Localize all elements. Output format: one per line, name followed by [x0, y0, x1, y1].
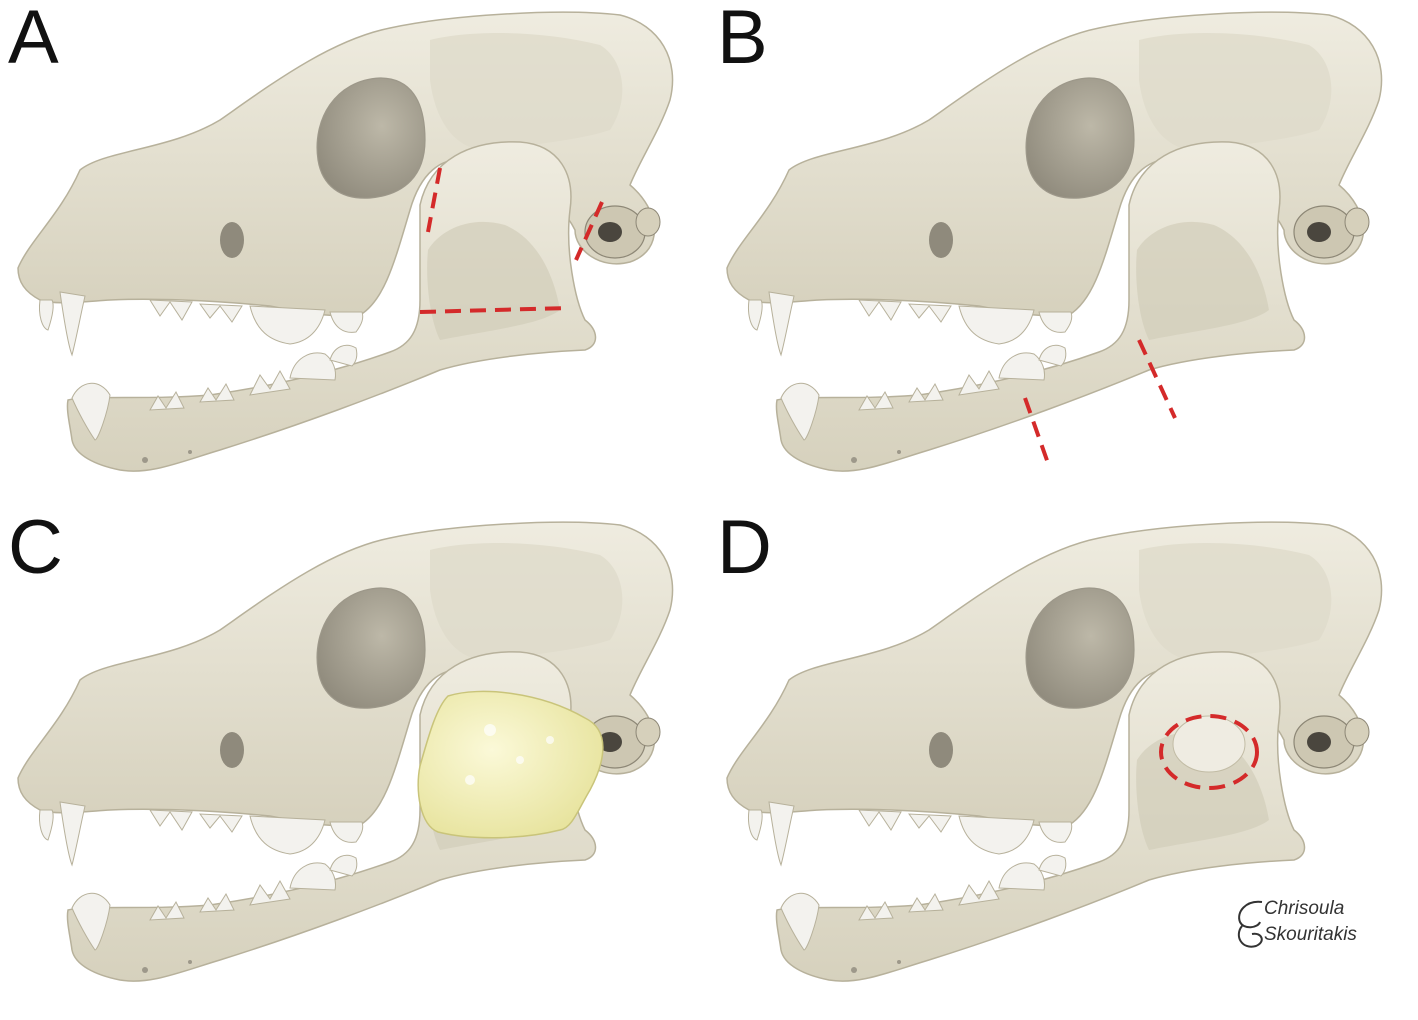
dashed-circle-tmj	[1159, 714, 1259, 790]
signature-last-name: Skouritakis	[1264, 924, 1357, 945]
panel-label-b: B	[717, 0, 768, 80]
cut-line-caudal	[574, 201, 604, 261]
panel-label-a: A	[8, 0, 59, 80]
panel-c: C	[0, 510, 709, 1020]
signature-first-name: Chrisoula	[1264, 898, 1345, 919]
condyle-highlight	[1172, 715, 1246, 773]
skull-illustration-d	[726, 521, 1383, 982]
tumor-mass	[417, 690, 604, 839]
cut-line-rostral-mandible	[1023, 397, 1051, 467]
cut-lines-b	[1023, 339, 1177, 467]
skull-illustration-b	[726, 11, 1383, 472]
panel-d: D	[709, 510, 1418, 1020]
panel-a: A	[0, 0, 709, 510]
panel-label-c: C	[8, 505, 63, 590]
panel-label-d: D	[717, 505, 772, 590]
cut-line-caudal-mandible	[1137, 339, 1177, 419]
cut-lines-a	[419, 167, 604, 314]
signature-monogram-icon	[1237, 900, 1263, 948]
artist-signature: Chrisoula Skouritakis	[1232, 896, 1402, 956]
cut-line-zygomatic	[426, 167, 442, 233]
panel-b: B	[709, 0, 1418, 510]
skull-illustration-a	[17, 11, 674, 472]
skull-illustration-c	[17, 521, 674, 982]
